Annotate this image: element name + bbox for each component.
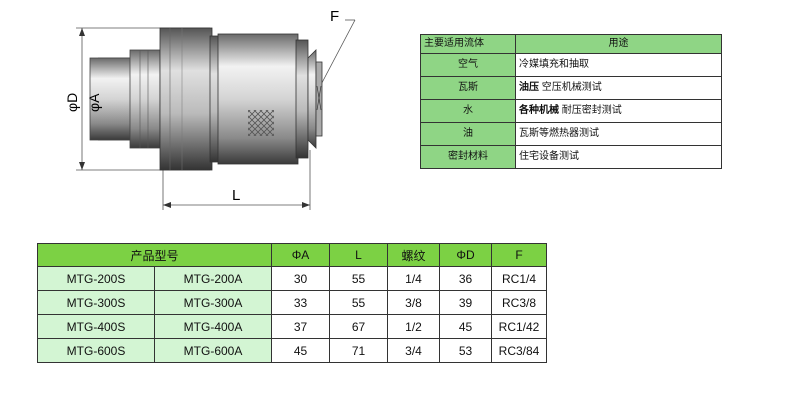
header-thread: 螺纹 bbox=[387, 243, 441, 267]
hex-nut bbox=[307, 49, 317, 149]
label-phi-d: φD bbox=[64, 93, 80, 112]
f-cell: RC3/84 bbox=[491, 338, 548, 363]
phi-d-cell: 45 bbox=[439, 314, 493, 339]
usage-desc: 住宅设备测试 bbox=[515, 145, 722, 169]
phi-a-cell: 37 bbox=[271, 314, 331, 339]
table-row: MTG-600S MTG-600A 45 71 3/4 53 RC3/84 bbox=[37, 338, 548, 363]
coupling-drawing: F φD φA L bbox=[64, 8, 356, 210]
table-row: MTG-400S MTG-400A 37 67 1/2 45 RC1/42 bbox=[37, 314, 548, 339]
l-cell: 71 bbox=[329, 338, 389, 363]
usage-desc: 瓦斯等燃热器测试 bbox=[515, 122, 722, 146]
phi-d-cell: 39 bbox=[439, 290, 493, 315]
model-s-cell: MTG-600S bbox=[37, 338, 155, 363]
usage-fluid: 水 bbox=[420, 99, 516, 123]
model-a-cell: MTG-600A bbox=[153, 338, 273, 363]
usage-header-row: 主要适用流体 用途 bbox=[420, 34, 722, 54]
l-cell: 55 bbox=[329, 290, 389, 315]
label-phi-a: φA bbox=[86, 93, 102, 112]
model-s-cell: MTG-300S bbox=[37, 290, 155, 315]
header-l: L bbox=[329, 243, 389, 267]
thread-cell: 3/8 bbox=[387, 290, 441, 315]
header-f: F bbox=[491, 243, 548, 267]
usage-row: 密封材料 住宅设备测试 bbox=[420, 145, 722, 169]
phi-a-cell: 45 bbox=[271, 338, 331, 363]
f-cell: RC3/8 bbox=[491, 290, 548, 315]
thread-cell: 1/4 bbox=[387, 266, 441, 291]
l-cell: 67 bbox=[329, 314, 389, 339]
usage-desc-text: 冷媒填充和抽取 bbox=[519, 59, 589, 70]
usage-row: 空气 冷媒填充和抽取 bbox=[420, 53, 722, 77]
label-l: L bbox=[232, 187, 240, 204]
model-a-cell: MTG-400A bbox=[153, 314, 273, 339]
f-cell: RC1/4 bbox=[491, 266, 548, 291]
usage-desc: 油压 空压机械测试 bbox=[515, 76, 722, 100]
f-cell: RC1/42 bbox=[491, 314, 548, 339]
usage-desc: 各种机械 耐压密封测试 bbox=[515, 99, 722, 123]
sleeve-body bbox=[217, 33, 299, 165]
flange bbox=[159, 27, 213, 171]
model-a-cell: MTG-300A bbox=[153, 290, 273, 315]
usage-row: 油 瓦斯等燃热器测试 bbox=[420, 122, 722, 146]
usage-row: 水 各种机械 耐压密封测试 bbox=[420, 99, 722, 123]
usage-fluid: 瓦斯 bbox=[420, 76, 516, 100]
knurl-pattern bbox=[248, 110, 274, 136]
usage-desc-bold: 各种机械 bbox=[519, 105, 559, 116]
header-model: 产品型号 bbox=[36, 243, 273, 267]
thread-cell: 1/2 bbox=[387, 314, 441, 339]
usage-header-use: 用途 bbox=[515, 34, 722, 54]
usage-desc: 冷媒填充和抽取 bbox=[515, 53, 722, 77]
usage-table: 主要适用流体 用途 空气 冷媒填充和抽取 瓦斯 油压 空压机械测试 水 各种机械… bbox=[420, 34, 722, 169]
usage-desc-text: 住宅设备测试 bbox=[519, 151, 579, 162]
header-phi-a: ΦA bbox=[271, 243, 331, 267]
usage-row: 瓦斯 油压 空压机械测试 bbox=[420, 76, 722, 100]
usage-desc-bold: 油压 bbox=[519, 82, 539, 93]
usage-desc-text: 瓦斯等燃热器测试 bbox=[519, 128, 599, 139]
table-row: MTG-300S MTG-300A 33 55 3/8 39 RC3/8 bbox=[37, 290, 548, 315]
phi-a-cell: 30 bbox=[271, 266, 331, 291]
l-cell: 55 bbox=[329, 266, 389, 291]
model-s-cell: MTG-400S bbox=[37, 314, 155, 339]
usage-fluid: 空气 bbox=[420, 53, 516, 77]
model-a-cell: MTG-200A bbox=[153, 266, 273, 291]
spec-header-row: 产品型号 ΦA L 螺纹 ΦD F bbox=[36, 243, 548, 267]
thread-cell: 3/4 bbox=[387, 338, 441, 363]
phi-a-cell: 33 bbox=[271, 290, 331, 315]
usage-desc-text: 耐压密封测试 bbox=[559, 105, 622, 116]
label-f: F bbox=[330, 8, 339, 25]
table-row: MTG-200S MTG-200A 30 55 1/4 36 RC1/4 bbox=[37, 266, 548, 291]
usage-desc-text: 空压机械测试 bbox=[539, 82, 602, 93]
spec-table: 产品型号 ΦA L 螺纹 ΦD F MTG-200S MTG-200A 30 5… bbox=[36, 243, 548, 363]
header-phi-d: ΦD bbox=[439, 243, 493, 267]
usage-fluid: 油 bbox=[420, 122, 516, 146]
usage-fluid: 密封材料 bbox=[420, 145, 516, 169]
usage-header-fluid: 主要适用流体 bbox=[420, 34, 516, 54]
phi-d-cell: 36 bbox=[439, 266, 493, 291]
phi-d-cell: 53 bbox=[439, 338, 493, 363]
model-s-cell: MTG-200S bbox=[37, 266, 155, 291]
